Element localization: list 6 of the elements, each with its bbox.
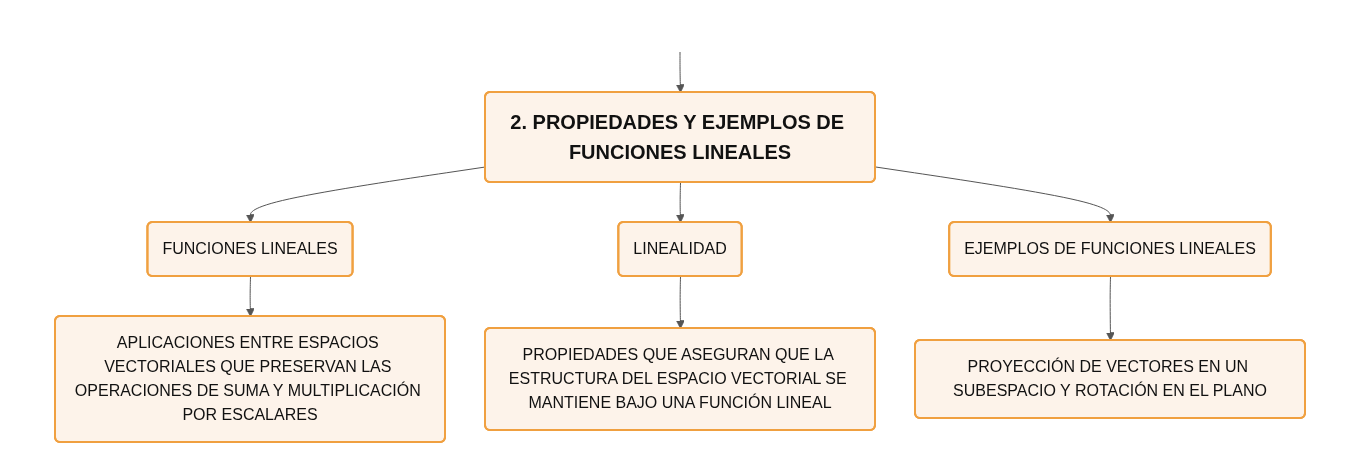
arrow: [1105, 276, 1115, 341]
arrow: [675, 276, 685, 329]
arrow: [245, 276, 255, 317]
arrow: [675, 51, 685, 93]
arrow: [874, 166, 1115, 223]
arrow: [675, 182, 685, 223]
